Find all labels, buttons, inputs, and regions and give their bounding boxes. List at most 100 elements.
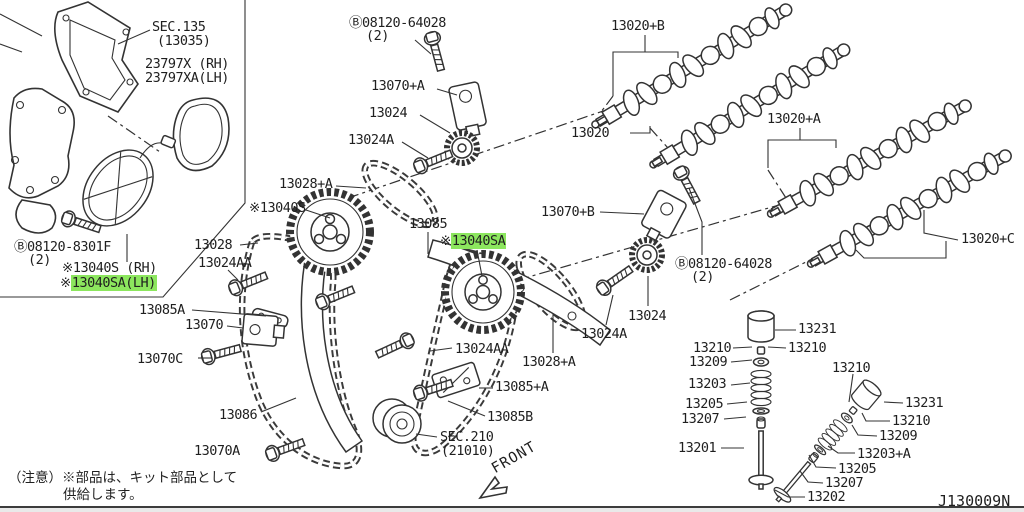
part-label-13024-right: 13024 <box>628 308 667 324</box>
part-label-13231-right: 13231 <box>905 395 944 411</box>
part-number-text: 13070C <box>137 351 183 367</box>
part-number-text: 13070+B <box>541 204 595 220</box>
part-label-13085b: 13085B <box>487 410 533 424</box>
part-number-text: 13028+A <box>279 176 333 192</box>
part-label-13040s-rh: ※13040S (RH) <box>62 261 157 275</box>
camshafts <box>584 0 1019 279</box>
tensioner-13070-plus-a <box>448 81 487 138</box>
bracket-13085-plus-a <box>431 361 481 399</box>
part-label-13085a: 13085A <box>139 303 185 317</box>
part-number-text: SEC.210 <box>440 429 494 445</box>
part-number-text: 13085A <box>139 302 185 318</box>
bottom-pad <box>0 508 1024 512</box>
part-label-b-08120-64028-right: Ⓑ08120-64028 <box>675 257 772 271</box>
part-number-text: 13210 <box>693 340 732 356</box>
part-label-13231-left: 13231 <box>798 321 837 337</box>
part-number-text: 13202 <box>807 489 846 505</box>
part-label-13070-plus-b: 13070+B <box>541 204 595 220</box>
part-label-b-08120-8301f-qty: (2) <box>28 253 51 267</box>
reference-mark: ※ <box>440 233 451 249</box>
leader-lines <box>117 29 959 498</box>
part-number-text: 13205 <box>685 396 724 412</box>
part-number-text: 13085B <box>487 409 533 425</box>
highlighted-part-number: 13040SA(LH) <box>70 275 157 291</box>
front-arrow-icon <box>478 475 508 500</box>
bottom-rule <box>0 506 1024 508</box>
part-label-13020-plus-a: 13020+A <box>767 112 821 126</box>
part-number-text: 13040S <box>259 200 306 216</box>
sprocket-13024-top <box>444 130 480 166</box>
part-label-13040s: ※13040S <box>249 201 306 215</box>
part-number-text: 23797X (RH) <box>145 56 229 72</box>
kit-parts-note-line2: 供給します。 <box>63 487 143 503</box>
part-label-sec-210: SEC.210 <box>440 429 494 445</box>
part-label-13202: 13202 <box>807 489 846 505</box>
part-number-text: 13209 <box>879 428 918 444</box>
part-number-text: (13035) <box>157 33 211 49</box>
diagram-reference-code: J130009N <box>938 492 1011 510</box>
part-number-text: 13210 <box>832 360 871 376</box>
part-number-text: 13205 <box>838 461 877 477</box>
gasket-23797x <box>172 97 230 172</box>
reference-mark: ※ <box>62 260 73 276</box>
part-number-text: Ⓑ08120-64028 <box>675 256 772 272</box>
part-label-sec-135-num: (13035) <box>157 33 211 49</box>
part-label-13040sa-lh[interactable]: ※13040SA(LH) <box>60 275 157 291</box>
part-label-13070c: 13070C <box>137 352 183 366</box>
part-label-13024a-right: 13024A <box>581 327 627 341</box>
part-number-text: 13024A <box>348 132 394 148</box>
part-label-13207-left: 13207 <box>681 412 720 426</box>
tensioner-13070 <box>241 313 286 347</box>
part-label-13024aa-center: 13024AA <box>455 342 509 356</box>
part-label-13028: 13028 <box>194 237 233 253</box>
part-label-13205-left: 13205 <box>685 396 724 412</box>
part-number-text: 13020+B <box>611 18 665 34</box>
part-number-text: 13024 <box>628 308 667 324</box>
part-label-b-08120-64028-top-qty: (2) <box>366 29 389 43</box>
part-label-13210-right: 13210 <box>892 414 931 428</box>
tensioner-13070-plus-b <box>641 189 687 242</box>
part-number-text: 13020+C <box>961 231 1015 247</box>
chain-tensioners <box>241 81 687 347</box>
part-number-text: 13070+A <box>371 78 425 94</box>
part-label-b-08120-64028-top: Ⓑ08120-64028 <box>349 16 446 30</box>
part-number-text: (2) <box>691 269 714 285</box>
reference-mark: ※ <box>249 200 260 216</box>
part-label-13070: 13070 <box>185 317 224 333</box>
part-label-13210-left2: 13210 <box>788 341 827 355</box>
part-number-text: 13028+A <box>522 354 576 370</box>
part-label-13028-plus-a-center: 13028+A <box>522 354 576 370</box>
part-number-text: 13086 <box>219 407 258 423</box>
part-number-text: 13203 <box>688 376 727 392</box>
part-label-13203-plus-a: 13203+A <box>857 446 911 462</box>
part-label-13028-plus-a-top: 13028+A <box>279 176 333 192</box>
part-number-text: 13203+A <box>857 446 911 462</box>
part-label-13207-right: 13207 <box>825 476 864 490</box>
part-label-13040sa[interactable]: ※13040SA <box>440 233 507 249</box>
part-number-text: 13209 <box>689 354 728 370</box>
part-number-text: 23797XA(LH) <box>145 70 229 86</box>
part-number-text: 13231 <box>905 395 944 411</box>
part-label-13210-left: 13210 <box>693 340 732 356</box>
part-number-text: 13070 <box>185 317 224 333</box>
part-label-13085-plus-a: 13085+A <box>495 380 549 394</box>
centerlines <box>347 107 825 301</box>
part-label-13201: 13201 <box>678 441 717 455</box>
kit-parts-note-line1: （注意）※部品は、キット部品として <box>8 470 238 486</box>
part-label-13085: 13085 <box>409 217 448 231</box>
sprocket-13040s <box>286 188 374 276</box>
inset-border <box>0 0 246 298</box>
part-label-13070-plus-a: 13070+A <box>371 78 425 94</box>
part-label-13024-top: 13024 <box>369 105 408 121</box>
part-number-text: 13024 <box>369 105 408 121</box>
part-label-sec-210-num: (21010) <box>441 444 495 458</box>
part-number-text: 13231 <box>798 321 837 337</box>
part-number-text: 13028 <box>194 237 233 253</box>
part-number-text: (2) <box>366 28 389 44</box>
part-label-13020-plus-c: 13020+C <box>961 231 1015 247</box>
part-label-13209-left: 13209 <box>689 354 728 370</box>
part-label-13086: 13086 <box>219 407 258 423</box>
part-number-text: SEC.135 <box>152 19 206 35</box>
